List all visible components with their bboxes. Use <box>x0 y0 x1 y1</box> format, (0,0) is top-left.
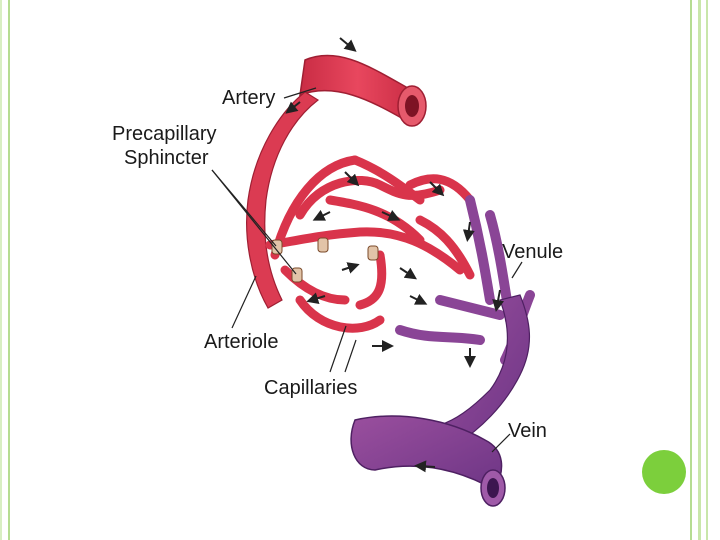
label-capillaries: Capillaries <box>264 377 357 399</box>
artery <box>300 55 426 126</box>
label-venule: Venule <box>502 241 563 263</box>
label-precapillary: Precapillary <box>112 123 216 145</box>
label-vein: Vein <box>508 420 547 442</box>
label-arteriole: Arteriole <box>204 331 278 353</box>
label-sphincter: Sphincter <box>124 147 209 169</box>
label-artery: Artery <box>222 87 275 109</box>
